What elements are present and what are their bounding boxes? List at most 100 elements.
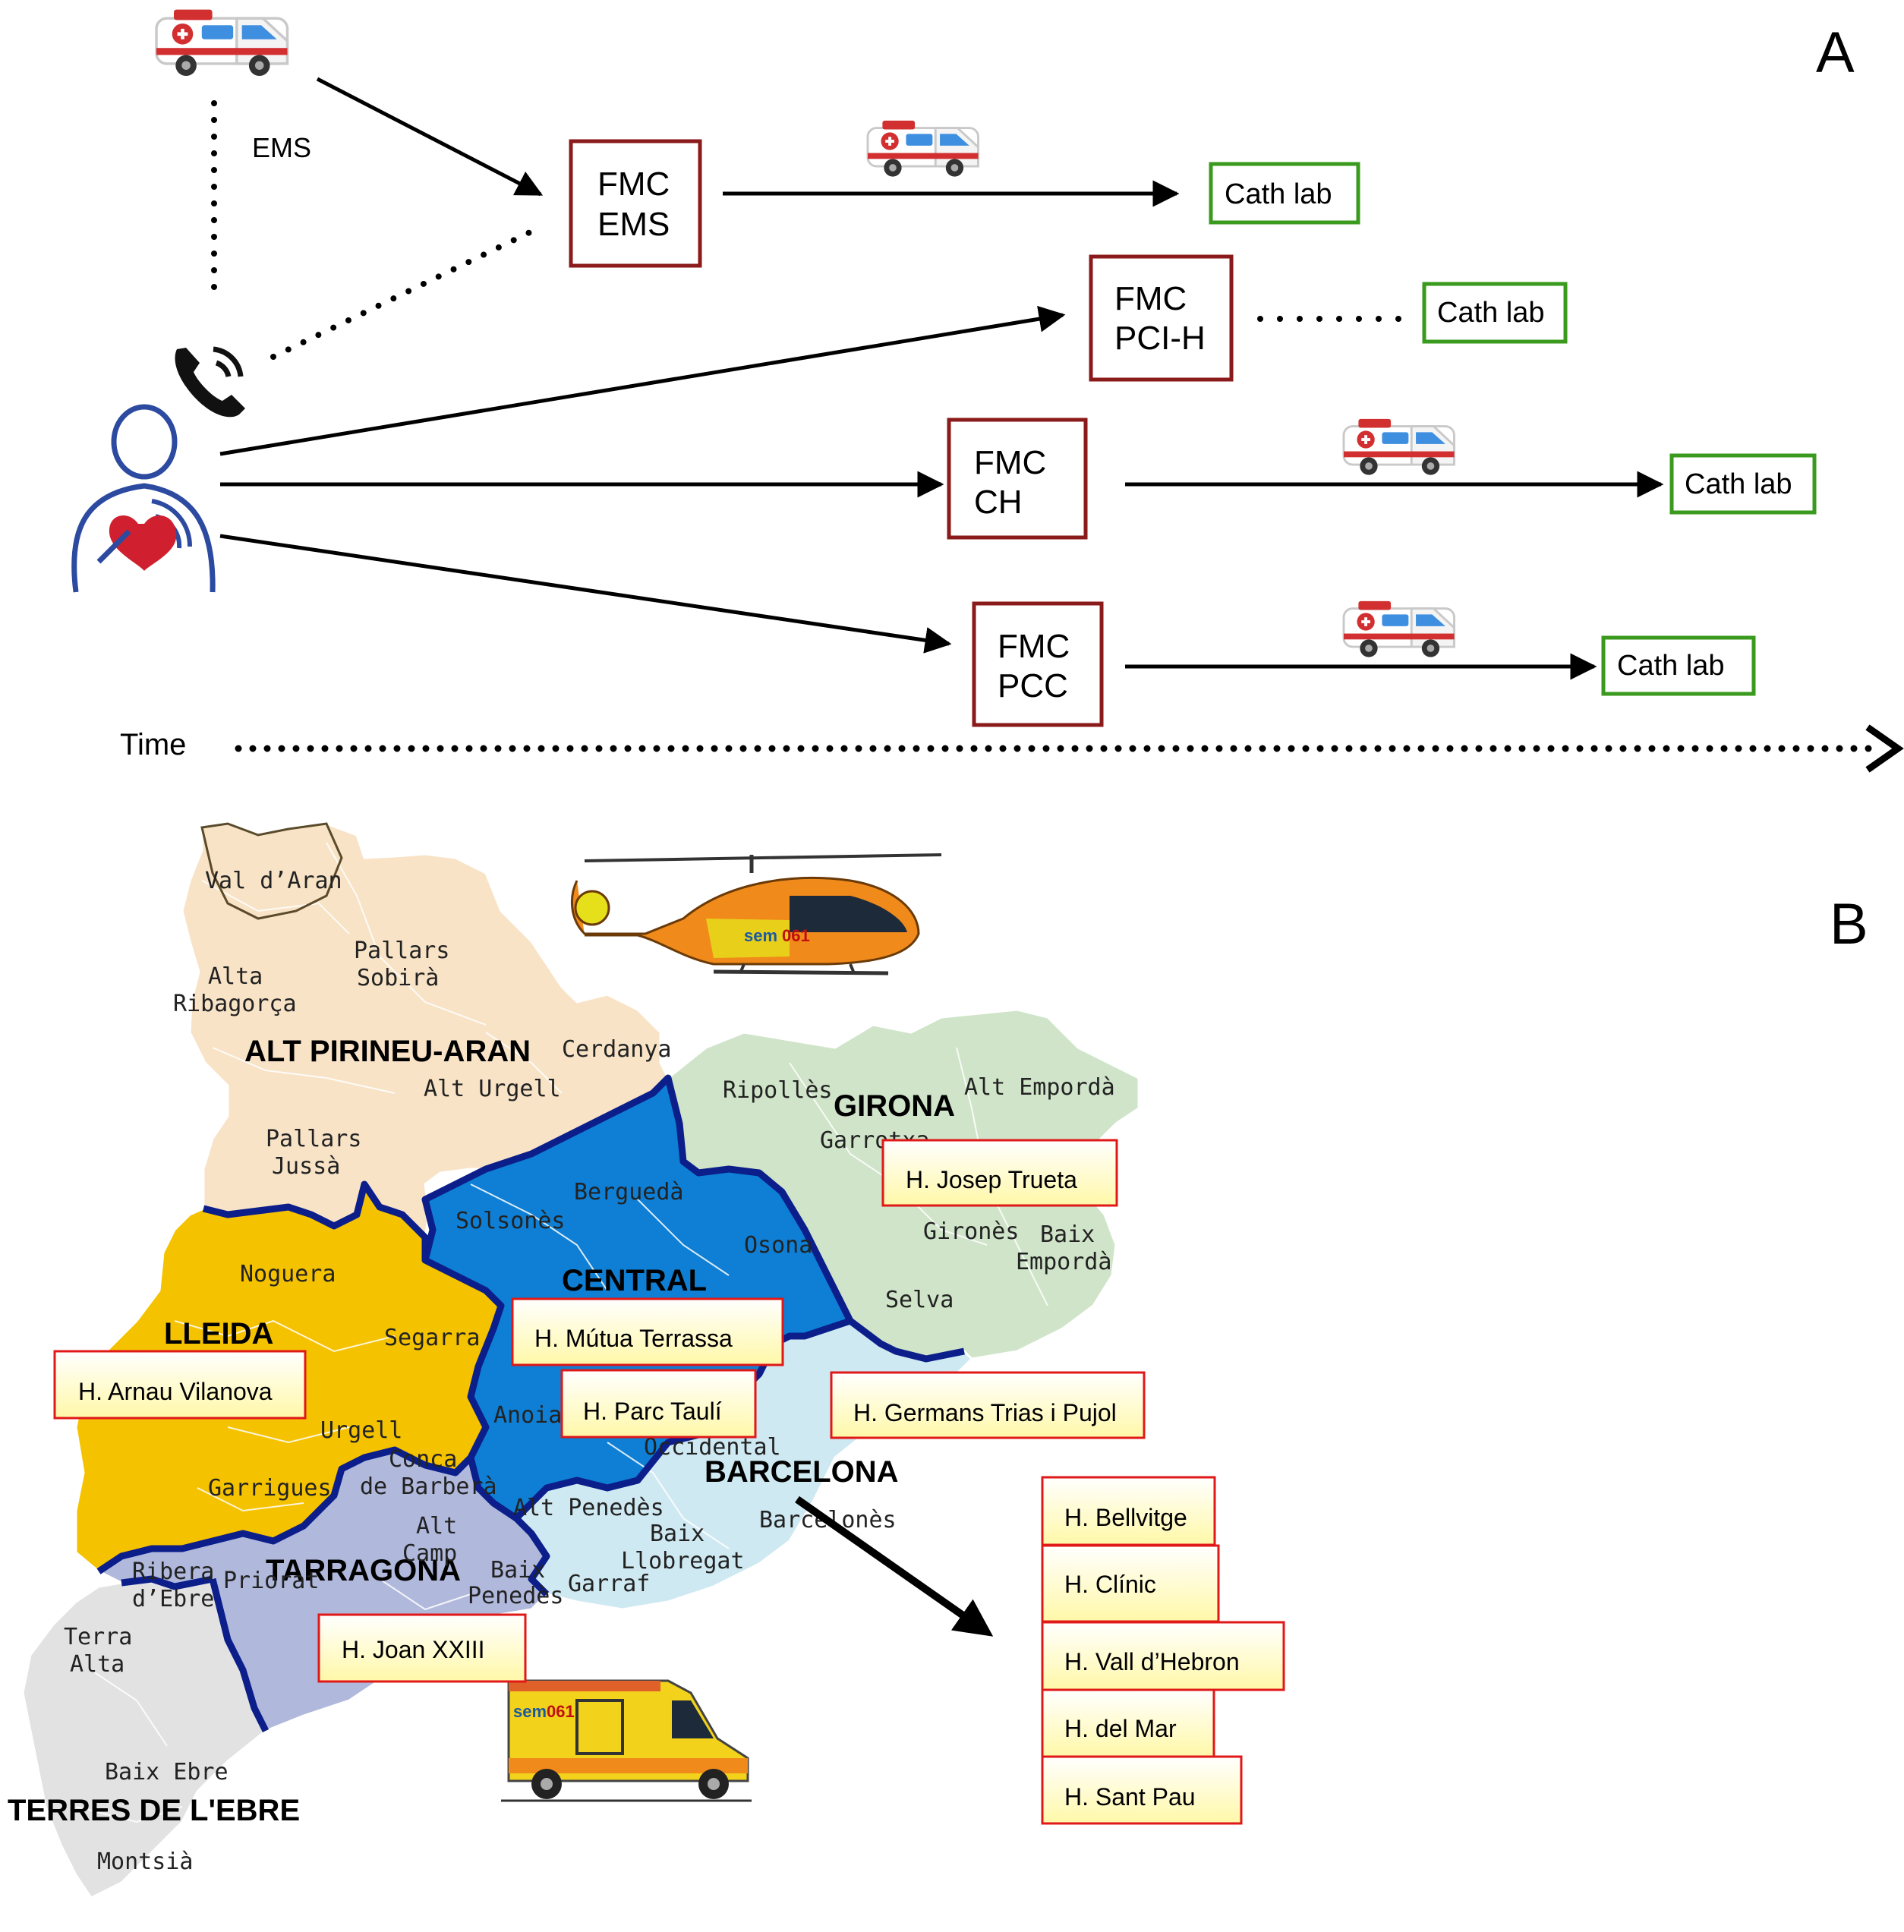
comarca-label: Selva [885,1287,954,1313]
border-lleida-north [202,1180,429,1260]
comarca-label: Noguera [240,1261,336,1287]
comarca-label: Urgell [320,1417,402,1444]
hospital-label: H. Joan XXIII [342,1636,485,1663]
hospital-label: H. Josep Trueta [906,1166,1077,1193]
comarca-label: Camp [402,1540,457,1567]
border-central [421,1074,854,1522]
comarca-label: Priorat [223,1568,319,1594]
fmc-ch-box [947,418,1088,540]
region-label-tarragona: TARRAGONA [266,1554,461,1587]
comarca-label: Baix Ebre [105,1759,229,1785]
comarca-label: Ribera [132,1559,214,1585]
comarca-label: Baix [490,1557,545,1584]
region-label-lleida: LLEIDA [164,1317,273,1351]
region-borders [96,1074,965,1733]
comarca-label: de Barberà [360,1473,497,1500]
helicopter-icon: sem 061 [570,853,942,975]
comarca-label: Pallars [266,1126,361,1152]
comarca-label: Alt [416,1513,457,1540]
fmc-pcc-line1: FMC [998,628,1070,665]
comarca-label: Alt Urgell [424,1076,561,1102]
fmc-ems-box [569,139,702,268]
comarca-label: Garraf [568,1571,650,1597]
comarca-label: Solsonès [456,1208,566,1234]
border-tarragona [96,1446,550,1733]
ambulance-icon [1342,600,1455,659]
ambulance-061-text: 061 [547,1702,575,1721]
hospital-label: H. Germans Trias i Pujol [853,1399,1117,1426]
comarca-label: Llobregat [621,1548,745,1574]
ambulance-icon [155,8,289,77]
hospital-box: H. Vall d’Hebron [1041,1621,1285,1691]
hospital-box: H. Clínic [1041,1544,1220,1623]
helicopter-061-text: 061 [782,926,810,945]
comarca-label: Gironès [923,1218,1019,1245]
ems-dotted-diagonal [270,228,534,360]
comarca-label: Baix [650,1521,705,1547]
ems-label: EMS [252,132,311,163]
fmc-pcc-line2: PCC [998,667,1068,704]
cath-lab-box-3 [1669,453,1817,515]
panel-b: B [8,822,1868,1899]
cath-lab-label-1: Cath lab [1225,178,1332,210]
hospital-box: H. Joan XXIII [317,1613,527,1683]
fmc-ems-line1: FMC [597,165,670,203]
barcelona-hospital-list: H. Bellvitge H. Clínic H. Vall d’Hebron … [1041,1476,1285,1825]
comarca-label: Berguedà [574,1179,684,1206]
patient-icon [71,404,216,593]
ambulance-icon [866,119,979,178]
fmc-ems-line2: EMS [597,206,670,243]
region-label-alt-pirineu: ALT PIRINEU-ARAN [244,1035,531,1068]
fmc-ch-line1: FMC [974,444,1046,481]
comarca-label: Alta [70,1651,125,1678]
comarca-label: Conca [389,1446,457,1473]
hospital-label: H. Bellvitge [1064,1504,1187,1531]
hospital-label: H. Sant Pau [1064,1783,1196,1811]
region-label-barcelona: BARCELONA [705,1455,899,1489]
hospital-label: H. Arnau Vilanova [78,1378,273,1405]
fmc-pcc-box [972,601,1104,727]
cath-lab-label-2: Cath lab [1437,297,1545,329]
ambulance-sem-text: sem [513,1702,547,1721]
comarca-label: Val d’Aran [205,868,342,894]
val-aran-outline [200,822,343,920]
comarca-label: Jussà [272,1153,340,1180]
comarca-label: Penedès [468,1583,563,1609]
comarca-label: Segarra [384,1325,480,1351]
cath-lab-label-3: Cath lab [1685,468,1792,500]
hospital-box: H. Josep Trueta [881,1139,1118,1207]
region-label-central: CENTRAL [562,1264,707,1297]
time-label: Time [120,728,186,761]
hospital-box: H. Germans Trias i Pujol [830,1371,1146,1439]
comarca-label: Ribagorça [173,991,297,1017]
hospital-label: H. Mútua Terrassa [534,1325,733,1352]
comarca-label: Terra [64,1624,132,1650]
comarca-label: d’Ebre [132,1586,214,1612]
arrow-ems-to-fmc [316,77,544,197]
ambulance-icon [1342,418,1455,477]
comarca-label: Alt Penedès [513,1495,664,1521]
time-axis-arrowhead [1865,724,1904,773]
hospital-box: H. Sant Pau [1041,1755,1243,1825]
comarca-label: Osona [744,1232,812,1259]
panel-a-letter: A [1816,20,1855,85]
cath-lab-box-4 [1601,635,1756,696]
panel-a: A EMS FMC EMS Cath [71,8,1904,773]
comarca-label: Empordà [1016,1249,1111,1275]
comarca-label: Pallars [354,938,449,964]
border-girona [650,1075,965,1363]
comarca-label: Occidental [644,1434,781,1461]
comarca-label: Montsià [97,1848,193,1875]
helicopter-sem-text: sem [744,926,777,945]
cath-lab-label-4: Cath lab [1617,650,1725,682]
comarca-label: Alta [208,963,263,990]
region-alt-pirineu-aran [181,822,670,1239]
cath-lab-box-1 [1209,162,1360,225]
comarca-label: Baix [1040,1221,1095,1248]
phone-icon [175,346,245,418]
hospital-box: H. Arnau Vilanova [53,1350,307,1420]
comarca-label: Ripollès [723,1077,833,1104]
comarca-label: Garrigues [208,1475,332,1502]
